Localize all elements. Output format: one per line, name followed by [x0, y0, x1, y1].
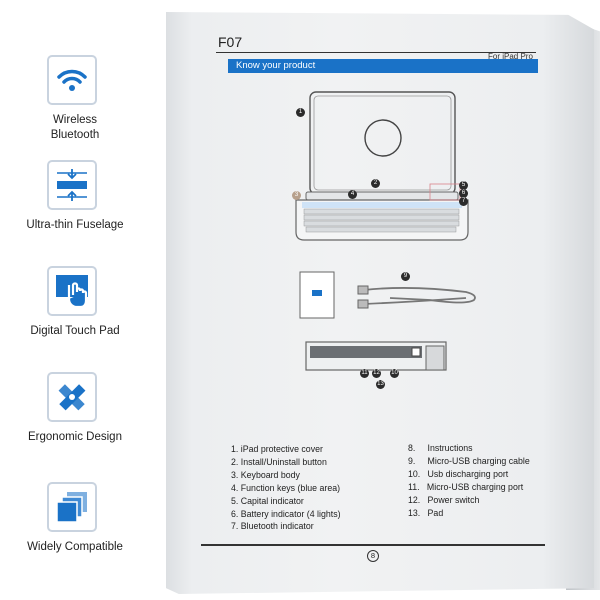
callout-13: 13: [376, 380, 385, 389]
callout-4: 4: [348, 190, 357, 199]
list-item: 11. Micro-USB charging port: [408, 481, 524, 492]
feature-label: Ultra-thin Fuselage: [26, 219, 124, 231]
callout-3: 3: [292, 191, 301, 200]
list-item: 8. Instructions: [408, 443, 473, 453]
callout-10: 10: [390, 369, 399, 378]
list-item: 9. Micro-USB charging cable: [408, 455, 530, 466]
list-item: 10. Usb discharging port: [408, 468, 509, 479]
list-item: 12. Power switch: [408, 494, 480, 505]
header-rule: [216, 52, 536, 53]
list-item: 3. Keyboard body: [231, 469, 300, 480]
manual-subtitle: For iPad Pro: [488, 52, 533, 61]
ultra-thin-icon: [47, 160, 97, 210]
list-item: 1. iPad protective cover: [231, 444, 323, 454]
touch-pad-icon: [47, 266, 97, 316]
parts-list-right: 8. Instructions 9. Micro-USB charging ca…: [408, 442, 530, 519]
list-item: 6. Battery indicator (4 lights): [231, 508, 341, 519]
feature-label: Widely Compatible: [27, 541, 123, 553]
feature-label: Digital Touch Pad: [30, 325, 120, 337]
section-banner: Know your product: [228, 59, 538, 73]
footer-rule: [201, 544, 545, 546]
model-number: F07: [218, 34, 243, 50]
layers-icon: [47, 482, 97, 532]
list-item: 2. Install/Uninstall button: [231, 456, 327, 467]
ergonomic-icon: [47, 372, 97, 422]
wifi-icon: [47, 55, 97, 105]
product-diagram: [295, 91, 476, 371]
callout-5: 5: [459, 181, 468, 190]
callout-11: 11: [360, 369, 369, 378]
list-item: 4. Function keys (blue area): [231, 482, 341, 493]
feature-label: Ergonomic Design: [28, 431, 122, 443]
list-item: 7. Bluetooth indicator: [231, 521, 314, 532]
list-item: 5. Capital indicator: [231, 495, 304, 506]
callout-1: 1: [296, 108, 305, 117]
callout-6: 6: [459, 189, 468, 198]
feature-label: Wireless Bluetooth: [50, 114, 100, 141]
page-number: 8: [367, 550, 379, 562]
parts-list-left: 1. iPad protective cover 2. Install/Unin…: [231, 443, 341, 533]
callout-9: 9: [401, 272, 410, 281]
callout-2: 2: [371, 179, 380, 188]
feature-list: Wireless Bluetooth Ultra-thin Fuselage D…: [0, 0, 150, 600]
callout-7: 7: [459, 197, 468, 206]
callout-12: 12: [372, 369, 381, 378]
list-item: 13. Pad: [408, 507, 444, 518]
